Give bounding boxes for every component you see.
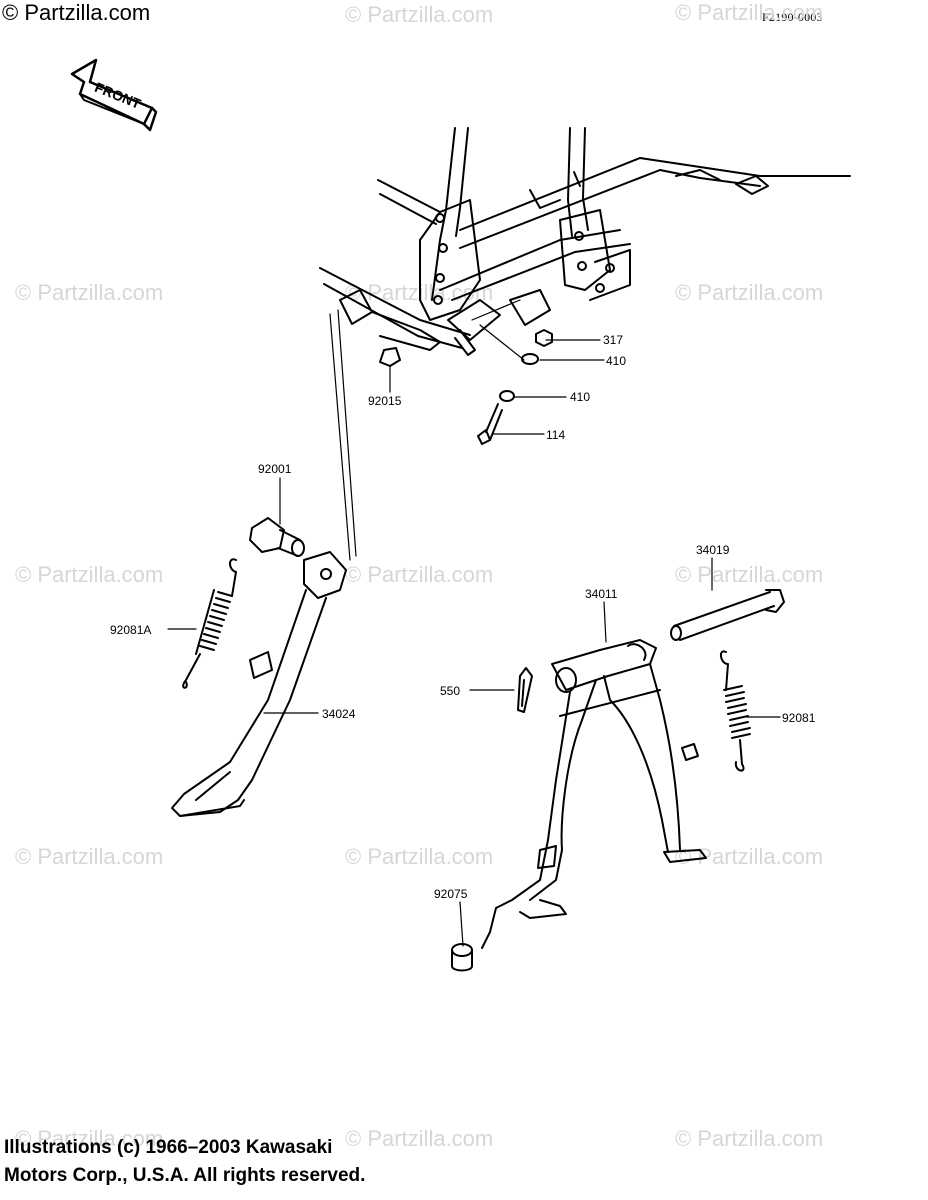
watermark: © Partzilla.com [345, 2, 494, 27]
part-number-410: 410 [570, 390, 591, 404]
part-number-92015: 92015 [368, 394, 402, 408]
frame-drawing [319, 127, 851, 351]
diagram-code: F2190-0003 [762, 10, 823, 24]
watermark: © Partzilla.com [15, 280, 164, 305]
watermark: © Partzilla.com [675, 844, 824, 869]
watermark: © Partzilla.com [675, 1126, 824, 1151]
watermark: © Partzilla.com [675, 280, 824, 305]
part-number-92081: 92081 [782, 711, 816, 725]
center-stand-34011 [481, 639, 707, 949]
watermark: © Partzilla.com [15, 1126, 164, 1151]
spring-92081A [182, 558, 237, 689]
part-number-34011: 34011 [585, 587, 618, 601]
part-number-550: 550 [440, 684, 461, 698]
part-number-34024: 34024 [322, 707, 356, 721]
watermark: © Partzilla.com [15, 844, 164, 869]
part-number-92075: 92075 [434, 887, 468, 901]
watermark: © Partzilla.com [345, 844, 494, 869]
watermark: © Partzilla.com [15, 562, 164, 587]
site-watermark-logo: © Partzilla.com [2, 0, 151, 25]
part-number-34019: 34019 [696, 543, 730, 557]
pivot-bolt-92001 [249, 517, 305, 557]
part-number-317: 317 [603, 333, 624, 347]
collar-92075 [451, 943, 473, 972]
watermark: © Partzilla.com [675, 562, 824, 587]
leader-lines [167, 299, 781, 947]
copyright-line-2: Motors Corp., U.S.A. All rights reserved… [4, 1165, 366, 1186]
front-arrow-icon: FRONT [70, 58, 158, 132]
part-number-92001: 92001 [258, 462, 292, 476]
cotter-pin-550 [517, 667, 533, 713]
watermark: © Partzilla.com [675, 0, 824, 25]
watermark: © Partzilla.com [345, 1126, 494, 1151]
stand-shaft-34019 [670, 589, 785, 641]
bracket-fasteners [379, 329, 553, 445]
part-number-114: 114 [546, 428, 566, 442]
part-number-92081A: 92081A [110, 623, 152, 637]
spring-92081 [720, 650, 751, 772]
copyright-notice: Illustrations (c) 1966–2003 Kawasaki Mot… [4, 1134, 365, 1190]
part-number-410: 410 [606, 354, 627, 368]
watermark: © Partzilla.com [345, 562, 494, 587]
side-stand-34024 [171, 551, 347, 817]
copyright-line-1: Illustrations (c) 1966–2003 Kawasaki [4, 1137, 333, 1158]
